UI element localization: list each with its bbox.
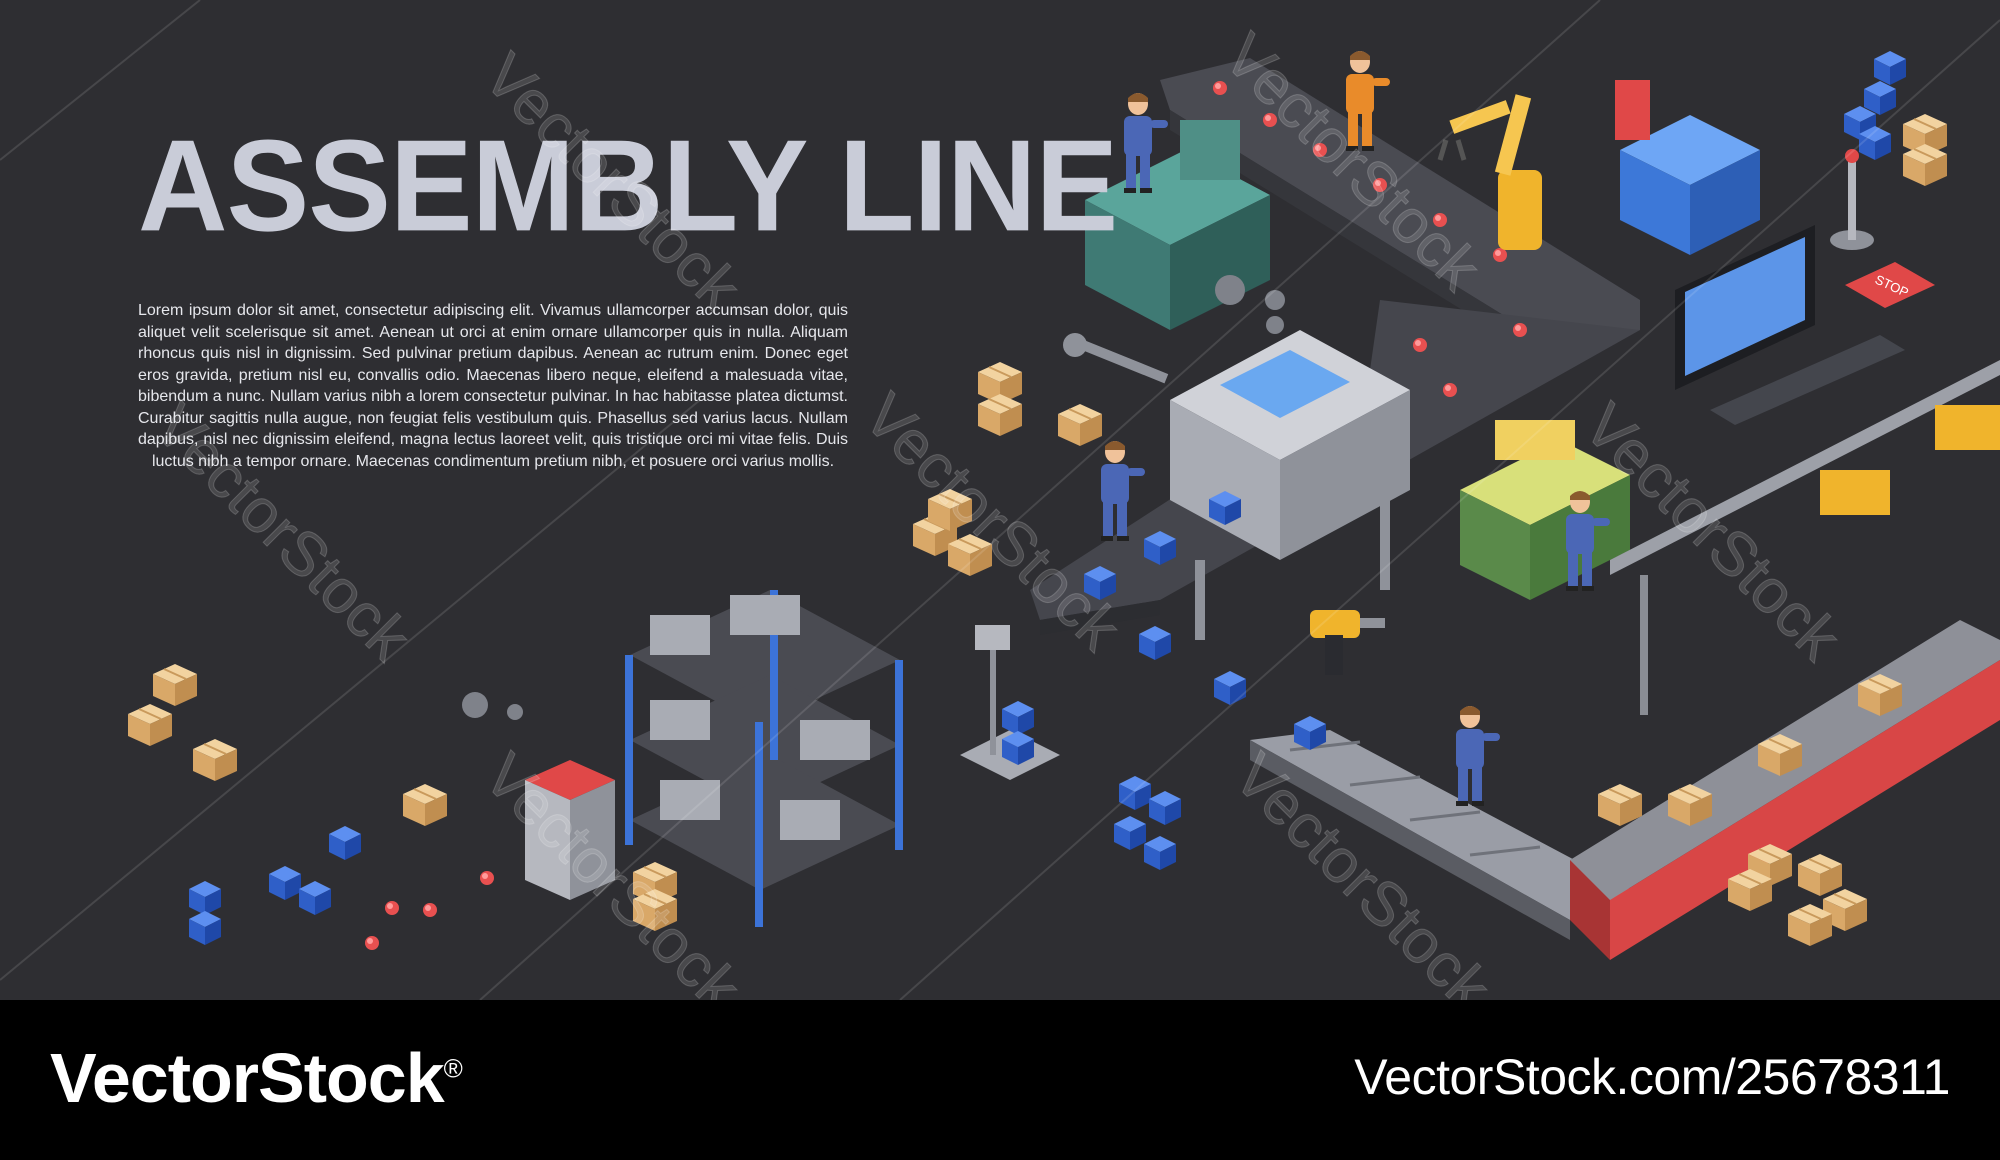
roller-conveyor [1250, 730, 1650, 940]
banner-canvas: STOP [0, 0, 2000, 1000]
factory-illustration: STOP [0, 0, 2000, 1000]
stock-footer: VectorStock® VectorStock.com/25678311 [0, 1000, 2000, 1160]
blue-machine [1615, 80, 1760, 255]
lever [1830, 149, 1874, 250]
stop-sign: STOP [1845, 262, 1935, 308]
red-conveyor [1570, 620, 2000, 960]
computer-monitor [1675, 225, 1905, 425]
worker-top-conveyor [1346, 51, 1390, 151]
wrench [1063, 333, 1169, 384]
footer-brand-name: VectorStock [50, 1039, 445, 1117]
worker-roller-conveyor [1456, 706, 1500, 806]
gears [462, 275, 1285, 720]
workstation [1460, 420, 1630, 600]
registered-mark: ® [443, 1053, 463, 1084]
footer-image-id: VectorStock.com/25678311 [1354, 1049, 1950, 1105]
top-conveyor [1160, 58, 1640, 370]
footer-brand: VectorStock® [50, 1038, 463, 1118]
teal-machine [1085, 120, 1270, 330]
grey-machine [1170, 330, 1410, 640]
robot-arm [1437, 94, 1542, 250]
decorative-lines [0, 0, 2000, 1000]
overhead-rail [1610, 360, 2000, 715]
loose-balls [365, 871, 494, 950]
banner-body: Lorem ipsum dolor sit amet, consectetur … [138, 302, 848, 470]
banner-title: ASSEMBLY LINE [138, 113, 1118, 259]
red-top-crate [525, 760, 615, 900]
storage-rack [625, 590, 903, 927]
power-drill [1310, 610, 1385, 675]
